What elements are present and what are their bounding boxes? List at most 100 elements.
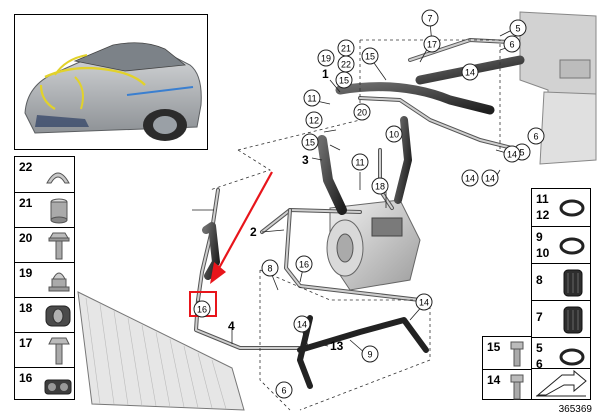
callout-15: 15 (361, 47, 379, 65)
callout-circle (361, 47, 379, 65)
callout-circle (423, 35, 441, 53)
callout-text: 7 (427, 14, 432, 24)
legend-item: 16 (15, 367, 74, 401)
callout-14: 14 (461, 169, 479, 187)
callout-19: 19 (317, 49, 335, 67)
callout-5: 5 (509, 19, 527, 37)
car-illustration (24, 42, 202, 141)
part-number: 21 (19, 196, 33, 210)
legend-item: 18 (15, 297, 74, 332)
legend-item: 19 (15, 262, 74, 297)
callout-circle (275, 381, 293, 399)
legend-item: 9 10 (532, 226, 590, 263)
callout-12: 12 (305, 111, 323, 129)
callout-circle (421, 9, 439, 27)
bolt-icon (510, 341, 524, 367)
callout-14: 14 (415, 293, 433, 311)
callout-11: 11 (303, 89, 321, 107)
callout-text: 8 (267, 264, 272, 274)
callout-15: 15 (335, 71, 353, 89)
legend-left: 22 21 20 19 18 1 (14, 156, 75, 400)
legend-item: 22 (15, 157, 74, 192)
callout-text: 15 (339, 76, 349, 86)
callout-circle (415, 293, 433, 311)
callout-label-4: 4 (228, 319, 235, 333)
callout-text: 14 (465, 174, 475, 184)
callout-text: 9 (367, 350, 372, 360)
callout-text: 16 (299, 260, 309, 270)
callout-6: 6 (527, 127, 545, 145)
callout-text: 12 (309, 116, 319, 126)
callout-text: 6 (281, 386, 286, 396)
part-number: 18 (19, 301, 33, 315)
callout-11: 11 (351, 153, 369, 171)
callout-text: 22 (341, 60, 351, 70)
callout-text: 5 (519, 148, 524, 158)
document-number: 365369 (558, 404, 592, 415)
callout-text: 11 (355, 158, 364, 168)
callout-circle (301, 133, 319, 151)
hex-bolt-icon (48, 337, 70, 365)
callout-text: 14 (419, 298, 429, 308)
callout-circle (351, 153, 369, 171)
callout-circle (293, 315, 311, 333)
legend-item: 7 (532, 300, 590, 337)
o-ring-icon (559, 348, 585, 366)
callout-circle (503, 35, 521, 53)
evaporator-housing (519, 11, 597, 165)
part-number: 15 (487, 340, 501, 354)
orientation-box (531, 368, 591, 400)
part-number: 10 (536, 246, 550, 260)
callout-16: 16 (295, 255, 313, 273)
callout-text: 16 (197, 305, 207, 315)
legend-item: 11 12 (532, 189, 590, 226)
callout-text: 20 (357, 108, 367, 118)
callout-text: 15 (305, 138, 315, 148)
part-number: 20 (19, 231, 33, 245)
callout-circle (317, 49, 335, 67)
callout-circle (303, 89, 321, 107)
o-ring-icon (559, 237, 585, 255)
callout-6: 6 (275, 381, 293, 399)
cap-icon (563, 269, 583, 297)
callout-circle (261, 259, 279, 277)
leader-lines (209, 39, 501, 411)
legend-item: 17 (15, 332, 74, 367)
callout-label-13: 13 (330, 339, 344, 353)
legend-item: 20 (15, 227, 74, 262)
callout-text: 10 (389, 130, 399, 140)
clip-icon (46, 172, 70, 184)
callout-20: 20 (353, 103, 371, 121)
rubber-bush-icon (45, 305, 71, 327)
callout-circle (193, 300, 211, 318)
callout-circle (481, 169, 499, 187)
callout-text: 14 (465, 68, 475, 78)
callout-label-2: 2 (250, 225, 257, 239)
part-number: 12 (536, 208, 550, 222)
callout-17: 17 (423, 35, 441, 53)
part-number: 11 (536, 192, 549, 206)
callout-text: 5 (515, 24, 520, 34)
highlight-arrow (210, 171, 273, 284)
part-number: 7 (536, 310, 543, 324)
callout-10: 10 (385, 125, 403, 143)
callout-circle (361, 345, 379, 363)
legend-item: 14 (483, 369, 531, 401)
sleeve-nut-icon (50, 198, 68, 224)
refrigerant-lines (194, 38, 525, 389)
legend-bottom: 15 14 (482, 336, 532, 400)
callout-text: 21 (341, 44, 351, 54)
callout-16: 16 (193, 300, 211, 318)
callout-text: 17 (427, 40, 437, 50)
callout-text: 14 (485, 174, 495, 184)
callout-label-3: 3 (302, 153, 309, 167)
part-number: 17 (19, 336, 33, 350)
callout-8: 8 (261, 259, 279, 277)
bolt-icon (510, 374, 524, 400)
flange-bolt-icon (48, 232, 70, 260)
callout-circle (385, 125, 403, 143)
part-number: 16 (19, 371, 33, 385)
part-number: 9 (536, 230, 543, 244)
